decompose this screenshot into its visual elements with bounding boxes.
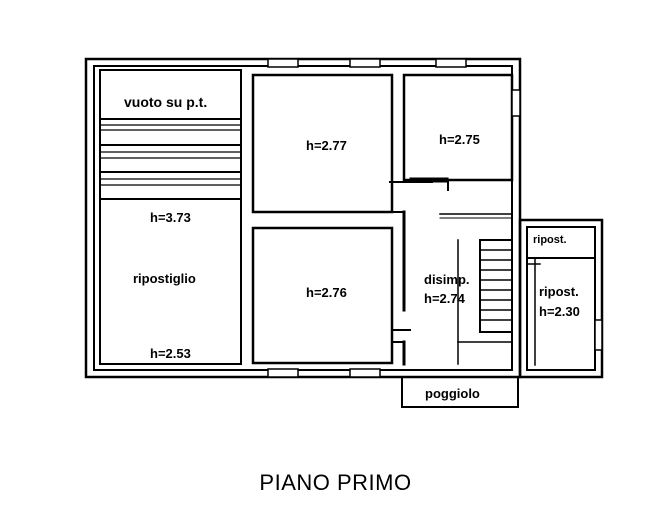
label-vuoto: vuoto su p.t.: [124, 94, 207, 110]
room-277: [251, 73, 394, 214]
label-h-373: h=3.73: [150, 210, 191, 225]
outer-wall: [84, 57, 522, 379]
label-h-274: h=2.74: [424, 291, 466, 306]
label-disimp: disimp.: [424, 272, 470, 287]
room-276: [251, 226, 394, 365]
left-room: [99, 69, 242, 365]
stairs: [479, 239, 513, 333]
plan-title: PIANO PRIMO: [259, 470, 412, 495]
windows: [267, 58, 603, 378]
label-h-275: h=2.75: [439, 132, 480, 147]
label-h-253: h=2.53: [150, 346, 191, 361]
poggiolo-balcony: [401, 376, 519, 408]
label-poggiolo: poggiolo: [425, 386, 480, 401]
label-ripost: ripost.: [539, 284, 579, 299]
label-h-276: h=2.76: [306, 285, 347, 300]
ripost-room: [518, 218, 604, 379]
label-ripost-top: ripost.: [533, 234, 567, 246]
label-ripostiglio: ripostiglio: [133, 271, 196, 286]
stair-treads: [480, 249, 512, 321]
label-h-230: h=2.30: [539, 304, 580, 319]
label-h-277: h=2.77: [306, 138, 347, 153]
room-275: [402, 73, 514, 182]
